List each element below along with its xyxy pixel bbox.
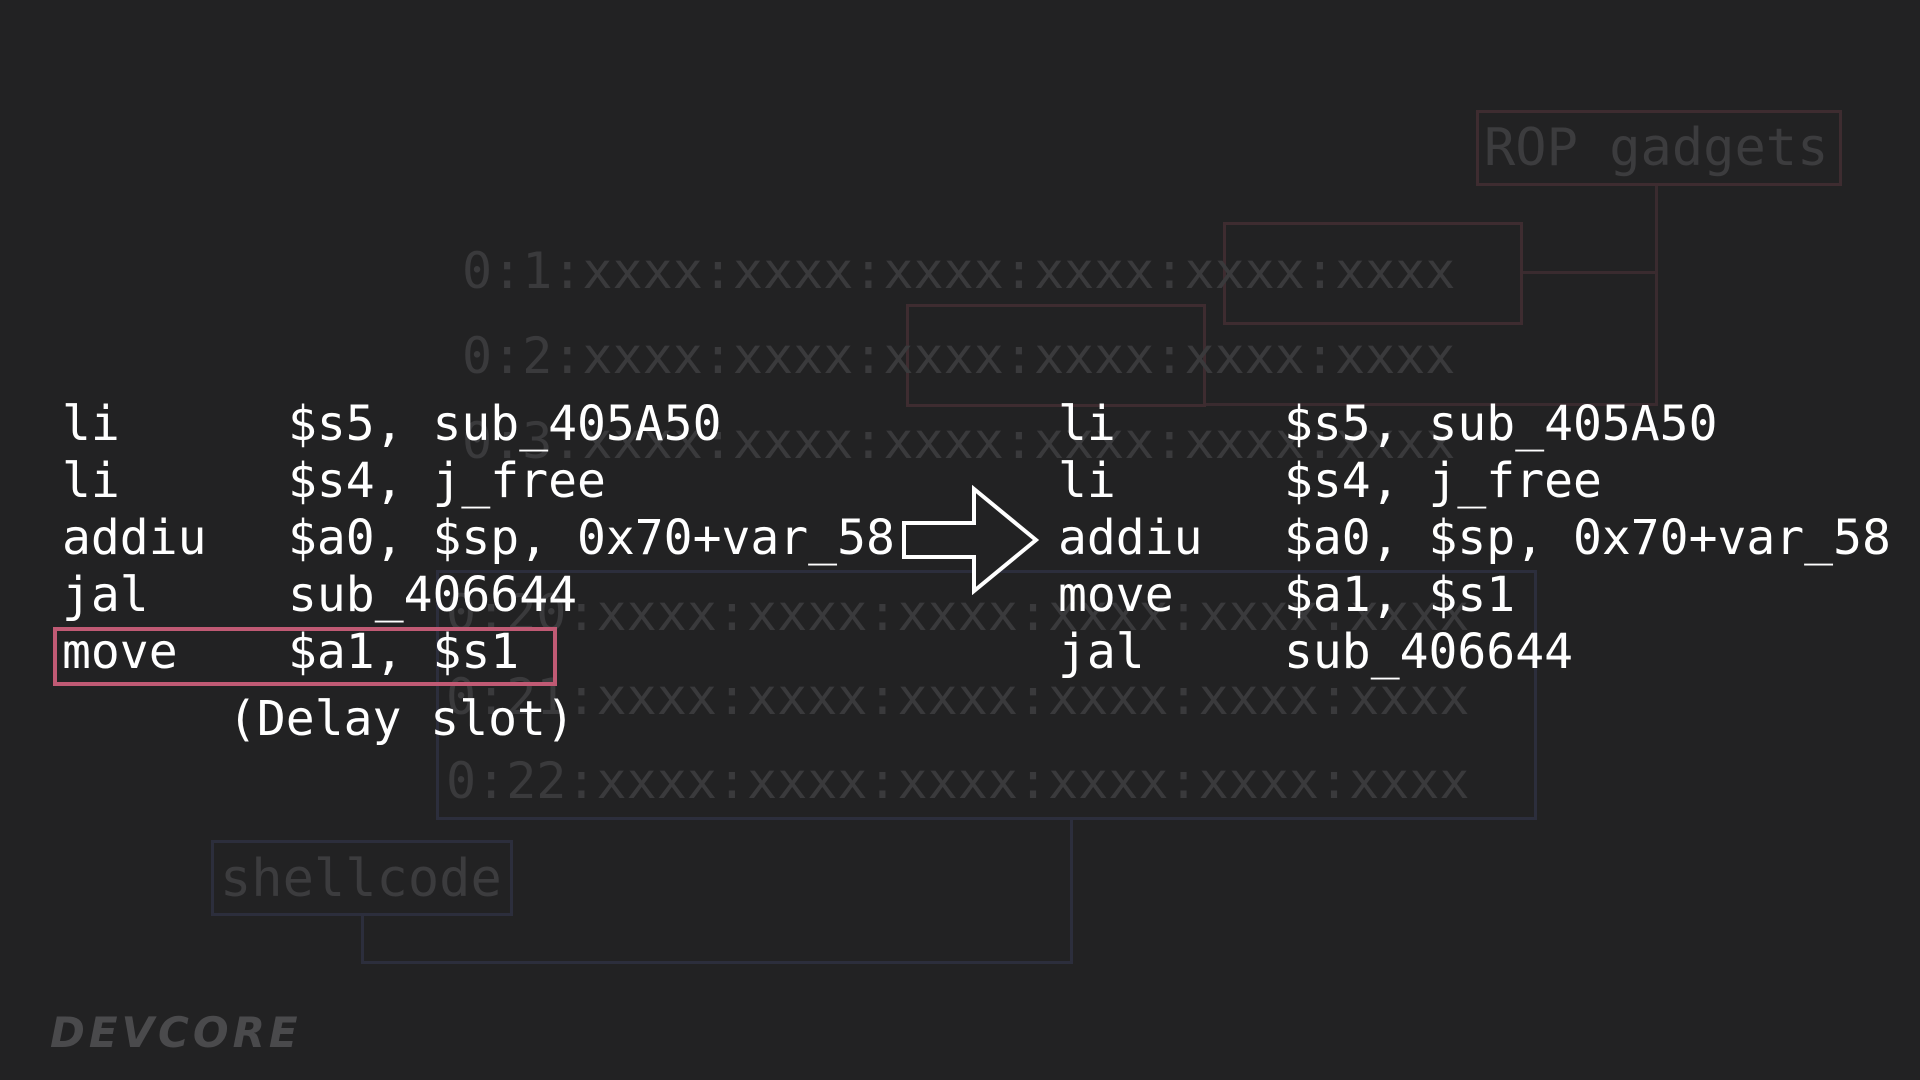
shellcode-connector-right bbox=[1070, 818, 1073, 964]
instr-after-1-args: $s5, sub_405A50 bbox=[1284, 396, 1718, 452]
instr-before-3-args: $a0, $sp, 0x70+var_58 bbox=[288, 510, 895, 566]
instr-after-2-op: li bbox=[1058, 453, 1116, 509]
address-row-20: 0:20:xxxx:xxxx:xxxx:xxxx:xxxx:xxxx bbox=[446, 584, 1470, 642]
devcore-logo: DEVCORE bbox=[50, 1008, 302, 1057]
code-after: li $s5, sub_405A50 li $s4, j_free addiu … bbox=[1058, 396, 1891, 928]
address-row-22: 0:22:xxxx:xxxx:xxxx:xxxx:xxxx:xxxx bbox=[446, 752, 1470, 810]
rop-gadgets-box bbox=[1476, 110, 1842, 186]
instr-before-4-args: sub_406644 bbox=[288, 567, 577, 623]
code-before: li $s5, sub_405A50 li $s4, j_free addiu … bbox=[62, 396, 895, 928]
instr-after-1-op: li bbox=[1058, 396, 1116, 452]
instr-after-3-args: $a0, $sp, 0x70+var_58 bbox=[1284, 510, 1891, 566]
instr-before-5-args: $a1, $s1 bbox=[288, 624, 520, 680]
instr-before-5-op: move bbox=[62, 624, 178, 680]
instr-after-2-args: $s4, j_free bbox=[1284, 453, 1602, 509]
instr-after-4-op: move bbox=[1058, 567, 1174, 623]
instr-before-2-op: li bbox=[62, 453, 120, 509]
address-row-21: 0:21:xxxx:xxxx:xxxx:xxxx:xxxx:xxxx bbox=[446, 668, 1470, 726]
instr-after-4-args: $a1, $s1 bbox=[1284, 567, 1516, 623]
shellcode-connector-bottom bbox=[361, 961, 1073, 964]
shellcode-label-box bbox=[211, 840, 513, 916]
rop-connector-vertical bbox=[1655, 186, 1658, 404]
rop-gadgets-label: ROP gadgets bbox=[1484, 118, 1829, 178]
right-arrow-outline-icon bbox=[902, 485, 1040, 595]
rop-connector-h2 bbox=[1206, 403, 1658, 406]
rop-connector-h1 bbox=[1523, 271, 1658, 274]
instr-after-5-op: jal bbox=[1058, 624, 1145, 680]
gadget-box-1 bbox=[1223, 222, 1523, 325]
address-row-3: 0:3:xxxx:xxxx:xxxx:xxxx:xxxx:xxxx bbox=[462, 412, 1456, 470]
delay-slot-note: (Delay slot) bbox=[228, 691, 575, 747]
address-row-2: 0:2:xxxx:xxxx:xxxx:xxxx:xxxx:xxxx bbox=[462, 327, 1456, 385]
instr-before-2-args: $s4, j_free bbox=[288, 453, 606, 509]
instr-before-1-args: $s5, sub_405A50 bbox=[288, 396, 722, 452]
shellcode-connector-left bbox=[361, 916, 364, 964]
instr-after-3-op: addiu bbox=[1058, 510, 1203, 566]
instr-before-3-op: addiu bbox=[62, 510, 207, 566]
delay-slot-highlight bbox=[53, 627, 557, 686]
instr-after-5-args: sub_406644 bbox=[1284, 624, 1573, 680]
gadget-box-2 bbox=[906, 304, 1206, 407]
address-row-1: 0:1:xxxx:xxxx:xxxx:xxxx:xxxx:xxxx bbox=[462, 242, 1456, 300]
shellcode-label: shellcode bbox=[220, 849, 502, 909]
instr-before-1-op: li bbox=[62, 396, 120, 452]
instr-before-4-op: jal bbox=[62, 567, 149, 623]
